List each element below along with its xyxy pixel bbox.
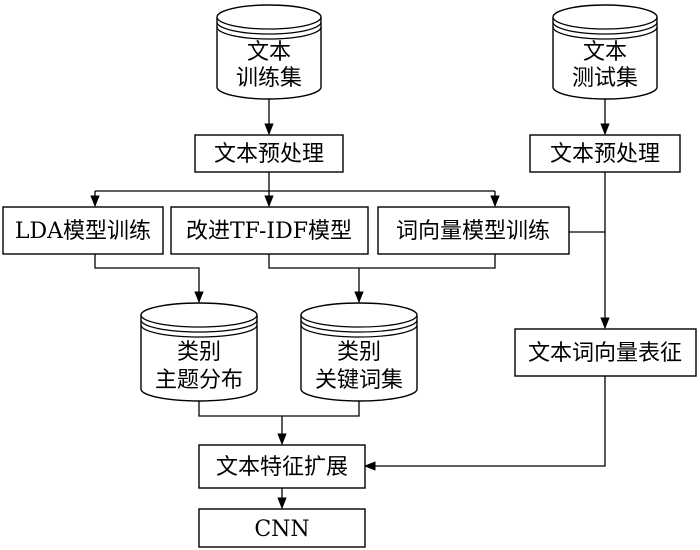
- cylinder-ring: [140, 319, 258, 333]
- cylinder-train-set: 文本 训练集: [216, 4, 322, 100]
- cylinder-ring: [216, 21, 322, 35]
- box-lda-training: LDA模型训练: [2, 206, 164, 255]
- box-label: 文本预处理: [550, 142, 660, 167]
- cylinder-label-line1: 类别: [337, 340, 381, 365]
- box-shape: [170, 206, 369, 255]
- box-preprocess-left: 文本预处理: [194, 134, 344, 173]
- box-tfidf-model: 改进TF-IDF模型: [170, 206, 369, 255]
- cylinder-label-line2: 关键词集: [315, 368, 403, 393]
- box-cnn: CNN: [198, 508, 366, 548]
- cylinder-shape: [300, 302, 418, 402]
- cylinder-ring: [552, 26, 658, 40]
- box-label: 改进TF-IDF模型: [186, 219, 352, 244]
- box-label: 文本词向量表征: [528, 341, 682, 366]
- box-shape: [198, 508, 366, 548]
- box-label: LDA模型训练: [15, 219, 151, 244]
- cylinder-rim: [552, 16, 658, 30]
- cylinder-label-line2: 测试集: [572, 66, 638, 91]
- box-shape: [377, 206, 570, 255]
- cylinder-rim: [140, 314, 258, 328]
- box-word2vec-training: 词向量模型训练: [377, 206, 570, 255]
- cylinder-keyword-set: 类别 关键词集: [300, 302, 418, 402]
- edge-sources-merge: [198, 400, 360, 417]
- box-shape: [194, 134, 344, 173]
- cylinder-shape: [552, 4, 658, 100]
- box-label: 文本特征扩展: [216, 455, 348, 480]
- cylinder-rim: [216, 16, 322, 30]
- box-shape: [2, 206, 164, 255]
- cylinder-test-set: 文本 测试集: [552, 4, 658, 100]
- box-preprocess-right: 文本预处理: [529, 134, 681, 173]
- box-label: 文本预处理: [214, 142, 324, 167]
- edge-tfidf-merge: [268, 254, 496, 269]
- box-shape: [514, 328, 697, 377]
- cylinder-ring: [300, 319, 418, 333]
- cylinder-rim: [300, 314, 418, 328]
- box-label: 词向量模型训练: [396, 219, 550, 244]
- cylinder-ring: [216, 26, 322, 40]
- box-shape: [198, 444, 366, 489]
- cylinder-shape: [140, 302, 258, 402]
- cylinder-ring: [552, 21, 658, 35]
- connectors: [90, 98, 610, 510]
- edge-repr-to-feature: [363, 376, 606, 471]
- cylinder-label-line1: 文本: [247, 40, 291, 65]
- cylinder-label-line1: 文本: [583, 40, 627, 65]
- cylinder-label-line2: 主题分布: [155, 368, 243, 393]
- cylinder-shape: [216, 4, 322, 100]
- cylinder-ring: [300, 324, 418, 338]
- cylinder-ring: [140, 324, 258, 338]
- cylinder-label-line1: 类别: [177, 340, 221, 365]
- box-shape: [529, 134, 681, 173]
- box-word-vector-representation: 文本词向量表征: [514, 328, 697, 377]
- box-label: CNN: [254, 517, 309, 542]
- box-feature-extension: 文本特征扩展: [198, 444, 366, 489]
- cylinder-topic-distribution: 类别 主题分布: [140, 302, 258, 402]
- cylinder-label-line2: 训练集: [236, 66, 302, 91]
- edge-lda-to-topic: [94, 254, 204, 304]
